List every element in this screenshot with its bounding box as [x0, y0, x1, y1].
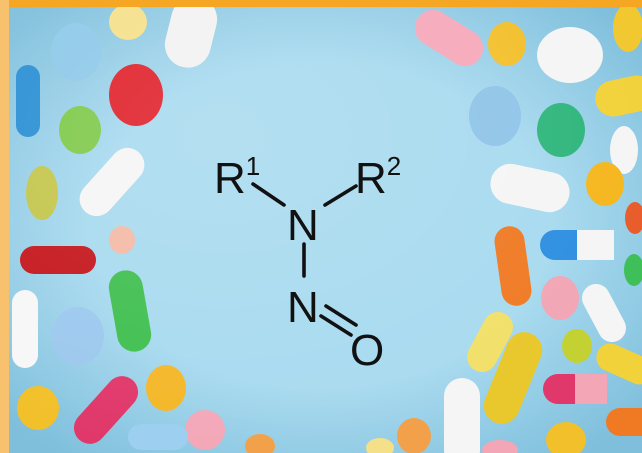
left-border: [0, 0, 9, 453]
r2-label: R2: [355, 151, 401, 203]
bond-r1-n: [251, 182, 286, 207]
bond-r2-n: [323, 184, 358, 207]
nitrosamine-structure: [251, 182, 358, 337]
bond-n-o-1: [319, 314, 353, 337]
nitrogen-nitroso-label: N: [287, 283, 319, 332]
top-border: [0, 0, 642, 7]
bond-n-o-2: [324, 304, 358, 327]
nitrogen-amine-label: N: [287, 201, 319, 250]
r1-label: R1: [214, 151, 260, 203]
oxygen-label: O: [350, 326, 384, 375]
